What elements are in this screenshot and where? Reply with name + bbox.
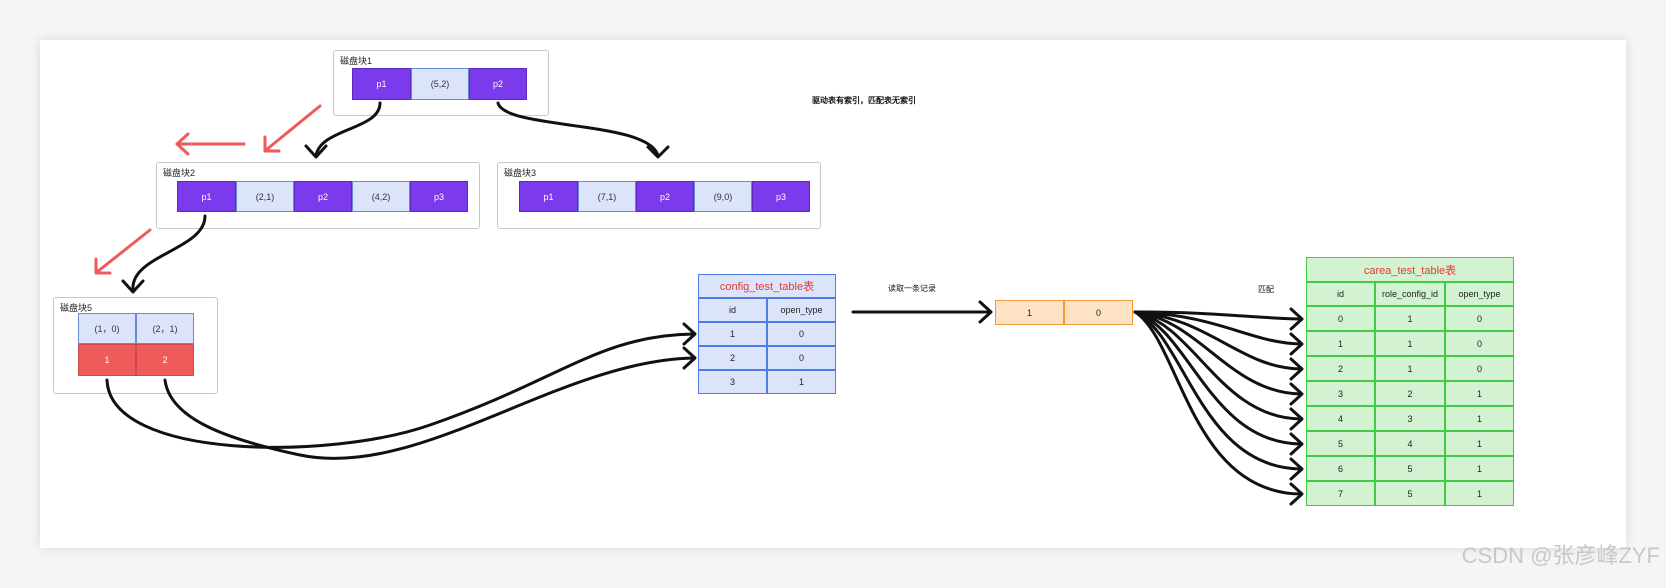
arrowhead <box>1289 482 1304 506</box>
arrowhead <box>1289 432 1304 456</box>
block5-key-2: (2，1) <box>136 313 194 344</box>
carea-table-cell: 4 <box>1375 431 1445 456</box>
arrow-match-row1 <box>1133 310 1303 346</box>
block3-pointer-p3: p3 <box>752 181 810 212</box>
carea-table-cell: 7 <box>1306 481 1375 506</box>
carea-table-cell: 5 <box>1375 456 1445 481</box>
carea-table-cell: 6 <box>1306 456 1375 481</box>
arrowhead <box>121 279 145 294</box>
config-table-header-open-type: open_type <box>767 298 836 322</box>
block2-pointer-p3: p3 <box>410 181 468 212</box>
arrowhead <box>1289 332 1304 356</box>
carea-table-cell: 4 <box>1306 406 1375 431</box>
arrowhead <box>304 144 328 159</box>
red-arrowhead <box>263 135 281 153</box>
arrow-block1-to-block3 <box>496 101 660 158</box>
carea-table-cell: 1 <box>1445 381 1514 406</box>
block3-pointer-p2: p2 <box>636 181 694 212</box>
carea-table-cell: 1 <box>1375 306 1445 331</box>
arrow-match-row3 <box>1133 310 1303 396</box>
config-table-cell: 3 <box>698 370 767 394</box>
carea-table-cell: 1 <box>1445 481 1514 506</box>
arrow-match-row0 <box>1133 310 1303 321</box>
carea-table-cell: 0 <box>1445 356 1514 381</box>
arrow-match-row2 <box>1133 310 1303 371</box>
carea-table-cell: 1 <box>1306 331 1375 356</box>
block3-key-2: (9,0) <box>694 181 752 212</box>
carea-table-cell: 5 <box>1375 481 1445 506</box>
config-table-cell: 1 <box>698 322 767 346</box>
block5-value-1: 1 <box>78 344 136 376</box>
carea-table-cell: 1 <box>1375 356 1445 381</box>
arrow-match-row7 <box>1133 310 1303 496</box>
carea-table-cell: 3 <box>1375 406 1445 431</box>
carea-table-cell: 1 <box>1445 456 1514 481</box>
carea-table-cell: 1 <box>1445 431 1514 456</box>
arrowhead <box>682 322 697 346</box>
arrow-match-row6 <box>1133 310 1303 471</box>
diagram-heading: 驱动表有索引，匹配表无索引 <box>812 96 916 105</box>
red-arrow-diag-2 <box>95 228 152 274</box>
config-table-cell: 0 <box>767 322 836 346</box>
carea-table-cell: 0 <box>1445 306 1514 331</box>
carea-table-cell: 0 <box>1445 331 1514 356</box>
config-table-title: config_test_table表 <box>698 274 836 298</box>
carea-table-header-role-config-id: role_config_id <box>1375 282 1445 306</box>
arrowhead <box>1289 357 1304 381</box>
config-table-header-id: id <box>698 298 767 322</box>
disk-block-3-title: 磁盘块3 <box>504 168 537 178</box>
record-cell-id: 1 <box>995 300 1064 325</box>
arrowhead <box>1289 457 1304 481</box>
carea-table-cell: 0 <box>1306 306 1375 331</box>
carea-table-header-open-type: open_type <box>1445 282 1514 306</box>
block5-key-1: (1，0) <box>78 313 136 344</box>
block3-key-1: (7,1) <box>578 181 636 212</box>
carea-table-cell: 2 <box>1306 356 1375 381</box>
carea-table-cell: 1 <box>1375 331 1445 356</box>
arrow-match-row4 <box>1133 310 1303 421</box>
block3-pointer-p1: p1 <box>519 181 578 212</box>
arrowhead <box>978 300 993 324</box>
config-table-cell: 2 <box>698 346 767 370</box>
match-label: 匹配 <box>1258 285 1274 294</box>
block2-pointer-p2: p2 <box>294 181 352 212</box>
disk-block-1-title: 磁盘块1 <box>340 56 373 66</box>
arrowhead <box>1289 307 1304 331</box>
carea-table-cell: 3 <box>1306 381 1375 406</box>
arrow-block2-to-block5 <box>131 214 207 292</box>
red-arrowhead <box>94 257 112 275</box>
carea-table-cell: 2 <box>1375 381 1445 406</box>
carea-table-header-id: id <box>1306 282 1375 306</box>
block5-value-2: 2 <box>136 344 194 376</box>
carea-table-title: carea_test_table表 <box>1306 257 1514 282</box>
config-table-cell: 1 <box>767 370 836 394</box>
block1-pointer-p1: p1 <box>352 68 411 100</box>
arrow-block1-to-block2 <box>314 101 382 158</box>
arrow-leaf1-to-config-row1 <box>105 332 696 449</box>
watermark: CSDN @张彦峰ZYF <box>1461 543 1660 568</box>
record-cell-open-type: 0 <box>1064 300 1133 325</box>
carea-table-cell: 5 <box>1306 431 1375 456</box>
arrowhead <box>1289 407 1304 431</box>
block2-key-1: (2,1) <box>236 181 294 212</box>
arrowhead <box>646 145 670 159</box>
red-arrowhead <box>175 132 190 156</box>
carea-table-cell: 1 <box>1445 406 1514 431</box>
arrow-match-row5 <box>1133 310 1303 446</box>
disk-block-2-title: 磁盘块2 <box>163 168 196 178</box>
arrow-leaf2-to-config-row2 <box>163 356 696 460</box>
arrowhead <box>1289 382 1304 406</box>
block1-key: (5,2) <box>411 68 469 100</box>
block2-pointer-p1: p1 <box>177 181 236 212</box>
disk-block-5-title: 磁盘块5 <box>60 303 93 313</box>
arrowhead <box>682 346 697 370</box>
read-record-label: 读取一条记录 <box>888 284 936 293</box>
red-arrow-diag-1 <box>264 104 322 152</box>
block2-key-2: (4,2) <box>352 181 410 212</box>
block1-pointer-p2: p2 <box>469 68 527 100</box>
config-table-cell: 0 <box>767 346 836 370</box>
